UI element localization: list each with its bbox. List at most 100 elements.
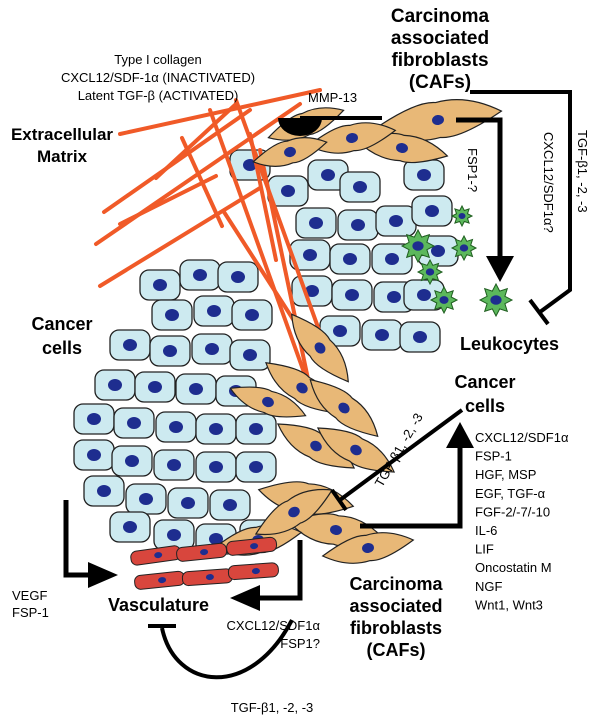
fibroblast — [316, 427, 396, 473]
factor-item: CXCL12/SDF1α — [475, 430, 569, 445]
vegf-arrow — [63, 500, 90, 578]
caf-to-cancer-arrowhead — [446, 422, 474, 448]
leukocyte — [450, 234, 478, 262]
leukocyte-cells — [400, 204, 514, 318]
cancer-cell — [319, 315, 361, 347]
vegf-label-line-2: FSP-1 — [12, 605, 49, 620]
mmp13-enzyme-icon — [278, 118, 322, 136]
collagen-fiber — [154, 102, 238, 180]
caf-to-leukocytes-arrow — [456, 117, 503, 262]
inhibit-bar-caf — [330, 488, 348, 512]
caf-vasc-factor-2: FSP1? — [280, 636, 320, 651]
cancer-cell — [179, 259, 221, 291]
vessel-cell — [226, 536, 278, 556]
cancer-cell — [371, 243, 413, 275]
cancer-left-line-2: cells — [42, 338, 82, 358]
leukocyte — [400, 228, 436, 264]
vessel-cell — [176, 542, 228, 562]
caf-top-line-4: (CAFs) — [409, 72, 471, 93]
cancer-cell — [235, 413, 277, 445]
vegf-arrowhead — [88, 562, 118, 588]
factor-item: HGF, MSP — [475, 467, 536, 482]
caf-to-cancer-arrow — [360, 445, 463, 529]
tgf-bottom-label: TGF-β1, -2, -3 — [231, 700, 314, 715]
factor-item: NGF — [475, 579, 503, 594]
ecm-list-line-3: Latent TGF-β (ACTIVATED) — [78, 88, 239, 103]
factor-item: EGF, TGF-α — [475, 486, 546, 501]
cancer-cell — [167, 487, 209, 519]
cancer-cell — [155, 411, 197, 443]
cancer-cell-cluster — [73, 149, 459, 555]
cancer-cell — [191, 333, 233, 365]
cancer-cell — [175, 373, 217, 405]
ecm-list-line-2: CXCL12/SDF-1α (INACTIVATED) — [61, 70, 255, 85]
caf-bottom-line-2: associated — [349, 596, 442, 616]
cancer-cell — [139, 269, 181, 301]
cancer-left-line-1: Cancer — [31, 314, 92, 334]
cancer-cell — [83, 475, 125, 507]
collagen-fiber — [222, 210, 302, 332]
ecm-title-line-1: Extracellular — [11, 125, 113, 144]
vasculature-cells — [130, 536, 279, 590]
cancer-cell — [375, 205, 417, 237]
collagen-fiber — [208, 108, 308, 380]
cancer-cell — [149, 335, 191, 367]
caf-leukocyte-factor-2: FSP1-? — [465, 148, 480, 192]
caf-top-line-1: Carcinoma — [391, 6, 490, 27]
cancer-cell — [231, 299, 273, 331]
cancer-cell — [403, 159, 445, 191]
cancer-cell — [331, 279, 373, 311]
ecm-title-line-2: Matrix — [37, 147, 88, 166]
fibroblast — [229, 386, 307, 418]
vasculature-label: Vasculature — [108, 595, 209, 615]
caf-leukocyte-factor-1: CXCL12/SDF1α? — [541, 132, 556, 233]
cancer-cell — [195, 451, 237, 483]
fibroblast — [307, 122, 397, 154]
cancer-cell — [337, 209, 379, 241]
collagen-fiber — [118, 174, 218, 226]
cancer-cell — [295, 207, 337, 239]
leukocyte — [450, 204, 474, 228]
cancer-cell — [109, 511, 151, 543]
tgf-inhibit-leukocytes-path — [470, 90, 572, 314]
cancer-right-line-2: cells — [465, 396, 505, 416]
cancer-cell — [153, 519, 195, 551]
vessel-cell — [181, 568, 233, 587]
ecm-list-line-1: Type I collagen — [114, 52, 201, 67]
factor-item: Oncostatin M — [475, 560, 552, 575]
cancer-cell — [111, 445, 153, 477]
tgf-right-label: TGF-β1, -2, -3 — [575, 130, 590, 213]
cancer-cell — [109, 329, 151, 361]
fibroblast — [309, 378, 379, 438]
tgf-inhibit-vasculature-path — [160, 619, 294, 680]
cancer-cell — [73, 403, 115, 435]
leukocyte — [416, 258, 444, 286]
vessel-cell — [130, 545, 182, 566]
collagen-fiber — [98, 186, 262, 288]
cancer-cell — [151, 299, 193, 331]
collagen-fiber — [248, 132, 278, 262]
leukocytes-label: Leukocytes — [460, 334, 559, 354]
cancer-cell — [193, 295, 235, 327]
cancer-cell — [195, 413, 237, 445]
cancer-cell — [235, 451, 277, 483]
caf-vasc-factor-1: CXCL12/SDF1α — [227, 618, 321, 633]
cancer-cell — [399, 321, 441, 353]
factor-item: IL-6 — [475, 523, 497, 538]
cancer-cell — [329, 243, 371, 275]
cancer-cell — [217, 261, 259, 293]
cancer-cell — [209, 489, 251, 521]
factor-item: Wnt1, Wnt3 — [475, 597, 543, 612]
leukocyte — [429, 285, 459, 315]
collagen-fiber — [118, 88, 322, 136]
vessel-cell — [134, 570, 186, 590]
cancer-cell — [153, 449, 195, 481]
caf-top-line-2: associated — [391, 28, 489, 49]
fibroblast — [252, 137, 328, 167]
cancer-cell — [134, 371, 176, 403]
vegf-label-line-1: VEGF — [12, 588, 47, 603]
caf-top-line-3: fibroblasts — [391, 50, 488, 71]
cancer-cell — [125, 483, 167, 515]
caf-to-vasculature-arrowhead — [230, 585, 260, 611]
caf-bottom-line-4: (CAFs) — [367, 640, 426, 660]
